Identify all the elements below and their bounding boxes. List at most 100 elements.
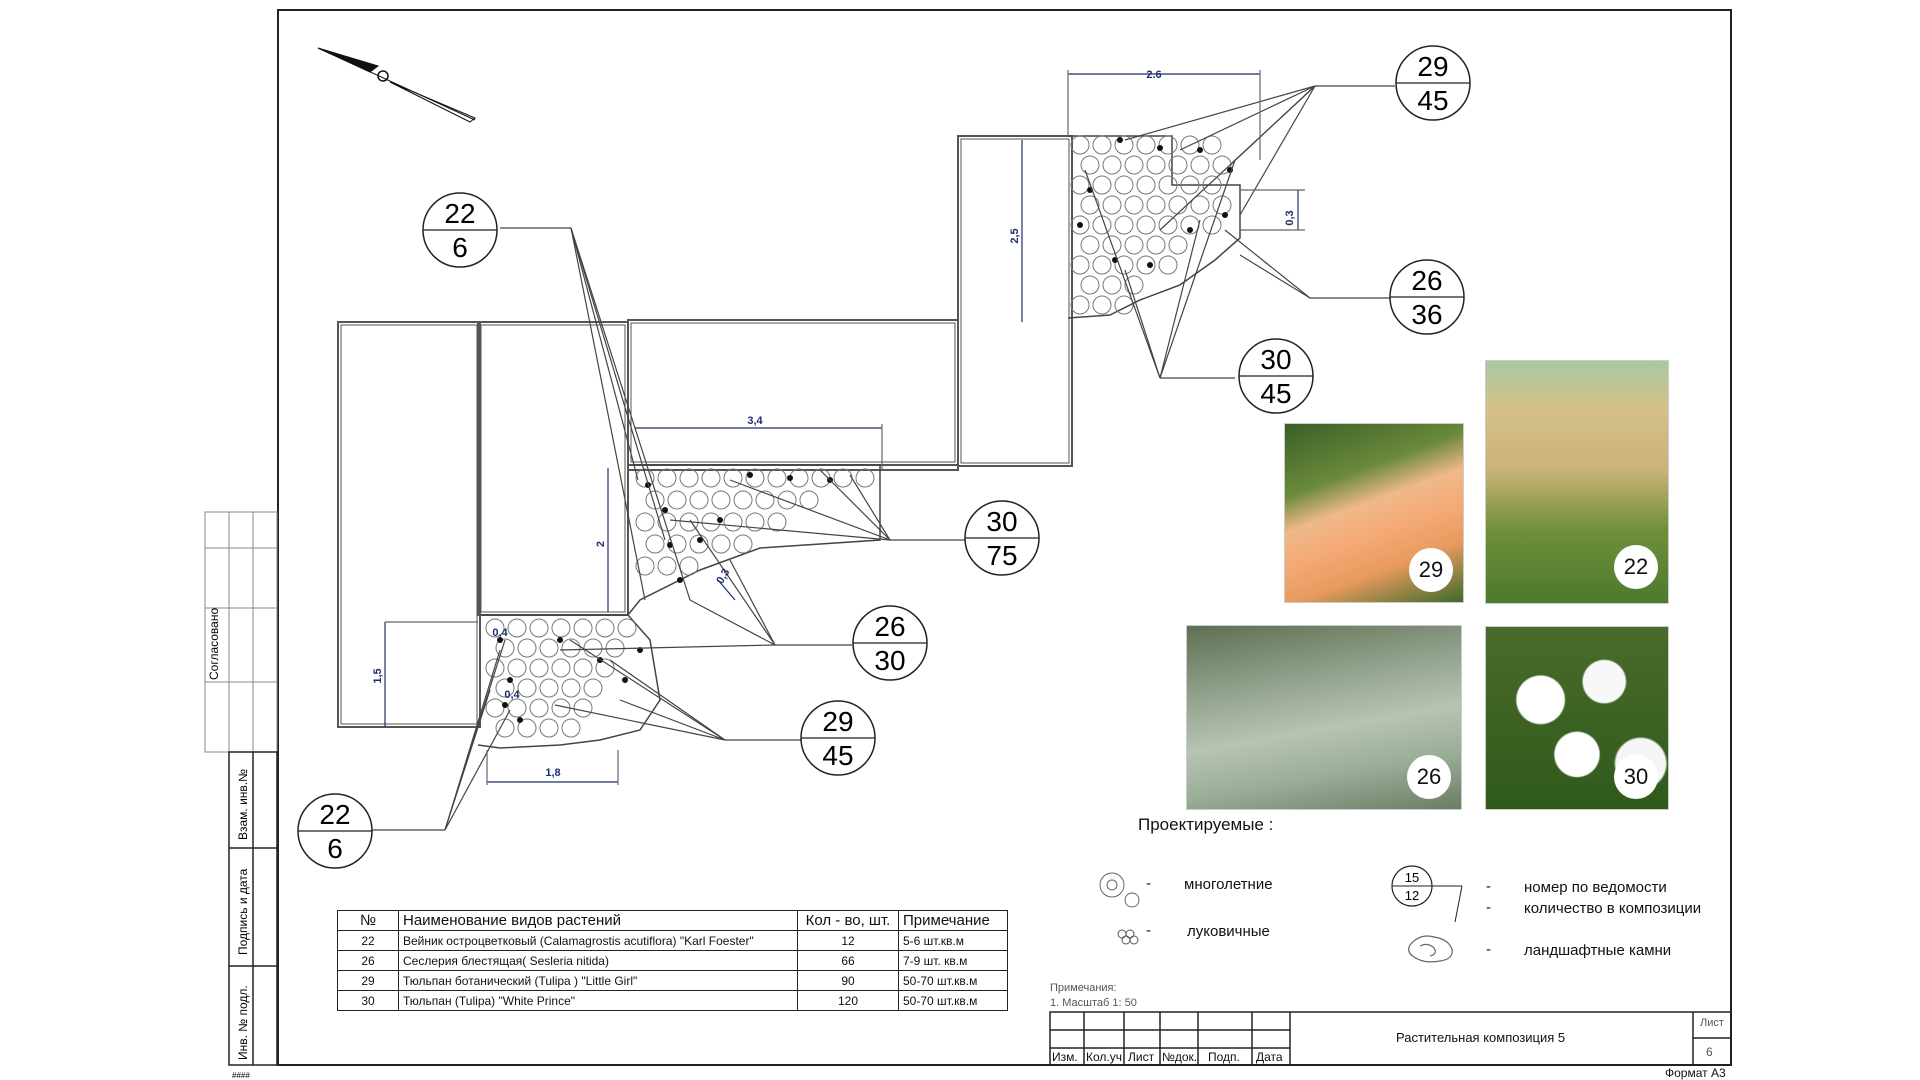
bulb-dot — [557, 637, 563, 643]
perennial-circle — [1070, 295, 1090, 315]
bulb-symbol-icon — [1117, 929, 1139, 945]
perennial-circle — [767, 468, 787, 488]
tb-col: №док. — [1162, 1050, 1198, 1064]
perennial-circle — [635, 468, 655, 488]
bulb-dot — [1147, 262, 1153, 268]
cell-note: 7-9 шт. кв.м — [898, 950, 1008, 971]
perennial-circle — [517, 718, 537, 738]
perennial-circle — [1158, 215, 1178, 235]
legend-key-line2: количество в композиции — [1524, 900, 1702, 917]
table-header: Примечание — [898, 910, 1008, 931]
cell-qty: 120 — [797, 990, 899, 1011]
perennial-circle — [1168, 155, 1188, 175]
perennial-circle — [1114, 215, 1134, 235]
perennial-circle — [1190, 195, 1210, 215]
cell-name: Сеслерия блестящая( Sesleria nitida) — [398, 950, 798, 971]
callout-quantity: 30 — [874, 645, 905, 676]
bulb-dot — [787, 475, 793, 481]
perennial-circle — [1136, 215, 1156, 235]
perennial-circle — [1092, 295, 1112, 315]
perennial-circle — [485, 698, 505, 718]
photo-badge: 29 — [1409, 548, 1453, 592]
perennial-circle — [645, 534, 665, 554]
perennial-circle — [595, 618, 615, 638]
bulb-dot — [517, 717, 523, 723]
perennial-circle — [745, 512, 765, 532]
tb-col: Кол.уч — [1086, 1050, 1122, 1064]
perennial-circle — [573, 698, 593, 718]
perennial-circle — [701, 512, 721, 532]
format-label: Формат А3 — [1665, 1066, 1726, 1080]
bulb-dot — [677, 577, 683, 583]
sheet-frame — [277, 9, 1732, 1066]
sheet-number: 6 — [1706, 1045, 1713, 1059]
perennial-circle — [1080, 235, 1100, 255]
legend-title: Проектируемые : — [1138, 815, 1274, 834]
perennial-circle — [1102, 155, 1122, 175]
perennial-circle — [855, 468, 875, 488]
bulb-dot — [622, 677, 628, 683]
perennial-circle — [1114, 295, 1134, 315]
table-row: 26 Сеслерия блестящая( Sesleria nitida) … — [337, 950, 1008, 971]
dimension-lines — [384, 70, 1305, 785]
callout-number: 30 — [986, 506, 1017, 537]
dim-label: 2 — [595, 541, 607, 547]
table-row: 30 Тюльпан (Tulipa) "White Prince" 120 5… — [337, 990, 1008, 1011]
perennial-circle — [1202, 175, 1222, 195]
perennial-circle — [507, 618, 527, 638]
table-header: Кол - во, шт. — [797, 910, 899, 931]
north-arrow-icon — [317, 47, 476, 123]
perennial-circle — [755, 490, 775, 510]
callout-quantity: 6 — [452, 232, 468, 263]
stamp-row-inventory: Инв. № подл. — [236, 985, 250, 1060]
perennial-circle — [495, 638, 515, 658]
callout-quantity: 45 — [1260, 378, 1291, 409]
perennial-circle — [1202, 135, 1222, 155]
legend-perennials: многолетние — [1184, 876, 1273, 893]
callout: 29 45 — [800, 700, 876, 776]
legend-dash: - — [1146, 875, 1151, 892]
perennial-circle — [1136, 135, 1156, 155]
perennial-circle — [1080, 275, 1100, 295]
stone-symbol-icon — [1408, 935, 1453, 963]
leader-lines — [370, 85, 1400, 831]
perennial-circle — [507, 658, 527, 678]
perennial-circle — [1092, 255, 1112, 275]
dim-label: 1,8 — [545, 767, 560, 779]
legend-stones: ландшафтные камни — [1524, 942, 1672, 959]
photo-badge: 22 — [1614, 545, 1658, 589]
perennial-circle — [733, 490, 753, 510]
perennial-circle — [667, 490, 687, 510]
dim-label: 0,3 — [714, 567, 732, 586]
perennial-circle — [635, 512, 655, 532]
perennial-circle — [1168, 235, 1188, 255]
photo-tulip-white-prince: 30 — [1485, 626, 1669, 810]
cell-name: Тюльпан ботанический (Tulipa ) "Little G… — [398, 970, 798, 991]
bulb-dot — [662, 507, 668, 513]
perennial-circle — [1092, 135, 1112, 155]
dim-label: 2.6 — [1146, 69, 1161, 81]
stamp-row-signature: Подпись и дата — [236, 868, 250, 955]
perennial-circle — [539, 638, 559, 658]
legend-key-line1: номер по ведомости — [1524, 879, 1667, 896]
bulb-dot — [747, 472, 753, 478]
table-header: № — [337, 910, 399, 931]
perennial-circle — [833, 468, 853, 488]
key-number: 15 — [1405, 870, 1419, 885]
perennial-circle — [551, 658, 571, 678]
photo-badge: 30 — [1614, 755, 1658, 799]
bulb-dot — [1157, 145, 1163, 151]
perennial-circle — [485, 658, 505, 678]
callout-number: 22 — [444, 198, 475, 229]
bulb-dot — [507, 677, 513, 683]
perennial-circle — [745, 468, 765, 488]
photo-sesleria: 26 — [1186, 625, 1462, 810]
perennial-circle — [495, 718, 515, 738]
legend-bulbs: луковичные — [1187, 923, 1270, 940]
perennial-circle — [679, 468, 699, 488]
perennial-circle — [583, 678, 603, 698]
perennial-circle — [495, 678, 515, 698]
cell-qty: 90 — [797, 970, 899, 991]
perennial-circle — [1102, 235, 1122, 255]
